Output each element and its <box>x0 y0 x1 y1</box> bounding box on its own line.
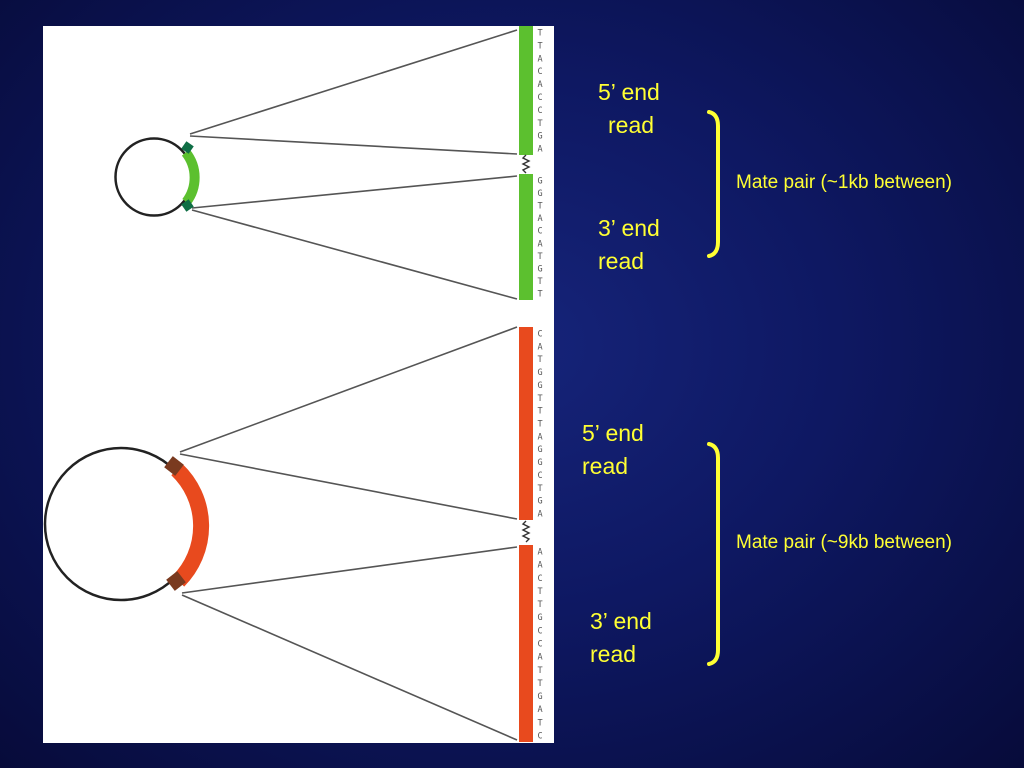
top-insert-marker <box>181 141 194 154</box>
sequence-base: G <box>537 445 542 455</box>
bottom-upper-read-bar <box>519 327 533 520</box>
label-line: read <box>590 641 637 667</box>
top-five-prime-label: 5’ end read <box>598 76 660 142</box>
sequence-base: C <box>537 67 542 77</box>
sequence-base: G <box>537 132 542 142</box>
bottom-fan-line <box>181 594 518 741</box>
top-mate-pair-label: Mate pair (~1kb between) <box>736 172 952 193</box>
sequence-base: A <box>537 239 542 249</box>
bottom-mate-pair-label: Mate pair (~9kb between) <box>736 532 952 553</box>
sequence-base: T <box>537 718 542 728</box>
sequence-base: G <box>537 265 542 275</box>
bottom-lower-read-bar <box>519 545 533 742</box>
sequence-base: T <box>537 252 542 262</box>
top-fan-line <box>191 175 518 209</box>
sequence-base: C <box>537 731 542 741</box>
sequence-base: C <box>537 640 542 650</box>
sequence-base: T <box>537 277 542 287</box>
sequence-base: C <box>537 626 542 636</box>
top-fan-line <box>189 29 518 135</box>
sequence-base: A <box>537 548 542 558</box>
label-line: 3’ end <box>598 215 660 241</box>
sequence-base: A <box>537 510 542 520</box>
bottom-three-prime-label: 3’ end read <box>590 605 652 671</box>
label-line: 5’ end <box>582 420 644 446</box>
sequence-base: A <box>537 145 542 155</box>
bottom-fan-line <box>179 326 518 453</box>
sequence-base: C <box>537 227 542 237</box>
sequence-base: C <box>537 106 542 116</box>
top-lower-read-bar <box>519 174 533 300</box>
sequence-base: A <box>537 342 542 352</box>
sequence-base: G <box>537 368 542 378</box>
sequence-base: C <box>537 471 542 481</box>
sequence-base: C <box>537 93 542 103</box>
bottom-five-prime-label: 5’ end read <box>582 417 644 483</box>
sequence-base: C <box>537 574 542 584</box>
bottom-fan-line <box>181 546 518 594</box>
bottom-junction-squiggle <box>521 520 531 543</box>
sequence-base: A <box>537 705 542 715</box>
sequence-base: G <box>537 189 542 199</box>
sequence-base: G <box>537 381 542 391</box>
sequence-base: T <box>537 407 542 417</box>
sequence-base: T <box>537 28 542 38</box>
label-line: read <box>598 248 645 274</box>
sequence-base: T <box>537 119 542 129</box>
top-upper-read-bar <box>519 26 533 155</box>
sequence-base: A <box>537 80 542 90</box>
bottom-mate-pair-bracket <box>707 442 720 666</box>
sequence-base: G <box>537 176 542 186</box>
sequence-base: T <box>537 394 542 404</box>
bottom-insert-marker <box>164 456 184 476</box>
label-line: read <box>608 112 655 138</box>
sequence-base: T <box>537 41 542 51</box>
sequence-base: T <box>537 679 542 689</box>
sequence-base: A <box>537 561 542 571</box>
sequence-base: A <box>537 432 542 442</box>
label-line: read <box>582 453 629 479</box>
sequence-base: T <box>537 666 542 676</box>
sequence-base: T <box>537 600 542 610</box>
sequence-base: T <box>537 290 542 300</box>
label-line: 5’ end <box>598 79 660 105</box>
top-plasmid-circle <box>114 137 194 217</box>
top-mate-pair-bracket <box>707 110 720 258</box>
sequence-base: G <box>537 692 542 702</box>
sequence-base: T <box>537 202 542 212</box>
sequence-base: T <box>537 484 542 494</box>
sequence-base: G <box>537 613 542 623</box>
bottom-insert-segment <box>171 463 210 587</box>
top-junction-squiggle <box>521 154 531 174</box>
sequence-base: T <box>537 420 542 430</box>
sequence-base: A <box>537 54 542 64</box>
top-fan-line <box>191 209 518 300</box>
sequence-base: G <box>537 497 542 507</box>
top-three-prime-label: 3’ end read <box>598 212 660 278</box>
sequence-base: A <box>537 653 542 663</box>
sequence-base: T <box>537 587 542 597</box>
sequence-base: T <box>537 355 542 365</box>
label-line: 3’ end <box>590 608 652 634</box>
top-fan-line <box>189 135 518 155</box>
sequence-base: G <box>537 458 542 468</box>
bottom-fan-line <box>179 453 518 520</box>
sequence-base: A <box>537 214 542 224</box>
top-insert-segment <box>181 149 200 206</box>
bottom-insert-marker <box>166 571 186 591</box>
sequence-base: C <box>537 329 542 339</box>
top-insert-marker <box>181 199 194 212</box>
